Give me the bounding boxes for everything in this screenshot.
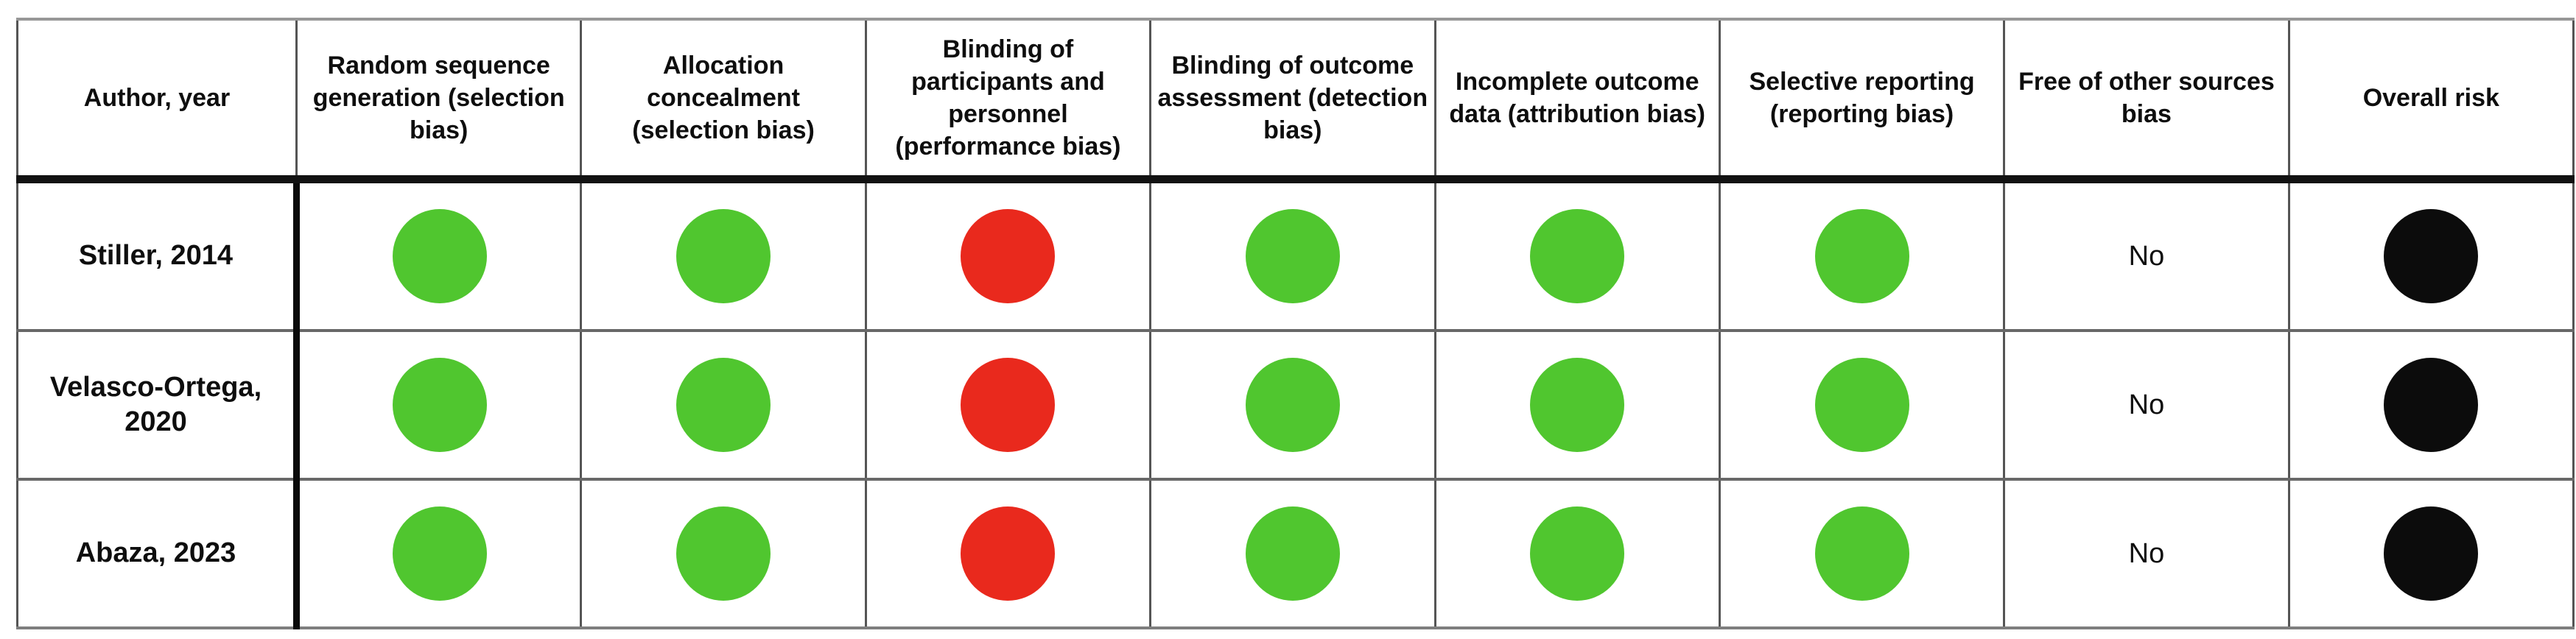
risk-dot (961, 209, 1056, 303)
judgement-cell (1149, 329, 1435, 479)
overall-risk-dot (2384, 209, 2479, 303)
risk-dot (393, 209, 488, 303)
judgement-cell (580, 179, 866, 331)
table-wrapper: Author, year Random sequence generation … (16, 18, 2575, 629)
column-header-overall-risk: Overall risk (2287, 19, 2574, 183)
judgement-cell (1433, 329, 1720, 479)
judgement-cell (295, 478, 581, 628)
judgement-cell (864, 329, 1151, 479)
risk-dot (1814, 209, 1909, 303)
risk-dot (676, 209, 771, 303)
column-header-blinding-participants-personnel: Blinding of participants and personnel (… (864, 19, 1151, 183)
judgement-cell (580, 478, 866, 628)
free-of-other-bias-cell: No (2003, 179, 2289, 331)
risk-dot (1530, 506, 1625, 601)
judgement-cell (1149, 478, 1435, 628)
risk-of-bias-table: Author, year Random sequence generation … (16, 18, 2575, 629)
overall-risk-dot (2384, 506, 2479, 601)
table-body: Stiller, 2014 No Velasco-Ortega, 2020 (17, 179, 2574, 628)
judgement-cell (864, 478, 1151, 628)
judgement-cell (295, 179, 581, 331)
judgement-cell (1149, 179, 1435, 331)
judgement-cell (580, 329, 866, 479)
free-of-other-bias-cell: No (2003, 478, 2289, 628)
overall-risk-cell (2287, 329, 2574, 479)
judgement-cell (1718, 478, 2004, 628)
judgement-cell (1718, 329, 2004, 479)
judgement-cell (1433, 478, 1720, 628)
risk-dot (1530, 358, 1625, 452)
author-cell: Abaza, 2023 (17, 478, 300, 628)
column-header-allocation-concealment: Allocation concealment (selection bias) (580, 19, 866, 183)
table-row: Abaza, 2023 No (17, 478, 2574, 628)
column-header-blinding-outcome-assessment: Blinding of outcome assessment (detectio… (1149, 19, 1435, 183)
risk-dot (1814, 506, 1909, 601)
risk-dot (1814, 358, 1909, 452)
risk-dot (961, 358, 1056, 452)
risk-dot (1245, 358, 1340, 452)
overall-risk-cell (2287, 478, 2574, 628)
risk-dot (1530, 209, 1625, 303)
risk-dot (393, 358, 488, 452)
author-cell: Stiller, 2014 (17, 179, 300, 331)
overall-risk-dot (2384, 358, 2479, 452)
risk-dot (1245, 209, 1340, 303)
column-header-random-sequence-generation: Random sequence generation (selection bi… (295, 19, 581, 183)
column-header-free-of-other-sources-bias: Free of other sources bias (2003, 19, 2289, 183)
free-of-other-bias-cell: No (2003, 329, 2289, 479)
risk-dot (676, 506, 771, 601)
judgement-cell (1718, 179, 2004, 331)
risk-dot (1245, 506, 1340, 601)
table-header: Author, year Random sequence generation … (17, 19, 2574, 183)
judgement-cell (1433, 179, 1720, 331)
column-header-selective-reporting: Selective reporting (reporting bias) (1718, 19, 2004, 183)
risk-dot (961, 506, 1056, 601)
risk-dot (393, 506, 488, 601)
table-row: Velasco-Ortega, 2020 No (17, 329, 2574, 479)
judgement-cell (864, 179, 1151, 331)
header-row: Author, year Random sequence generation … (17, 19, 2574, 183)
judgement-cell (295, 329, 581, 479)
overall-risk-cell (2287, 179, 2574, 331)
table-row: Stiller, 2014 No (17, 179, 2574, 331)
author-cell: Velasco-Ortega, 2020 (17, 329, 300, 479)
column-header-incomplete-outcome-data: Incomplete outcome data (attribution bia… (1433, 19, 1720, 183)
column-header-author-year: Author, year (17, 19, 297, 183)
risk-dot (676, 358, 771, 452)
